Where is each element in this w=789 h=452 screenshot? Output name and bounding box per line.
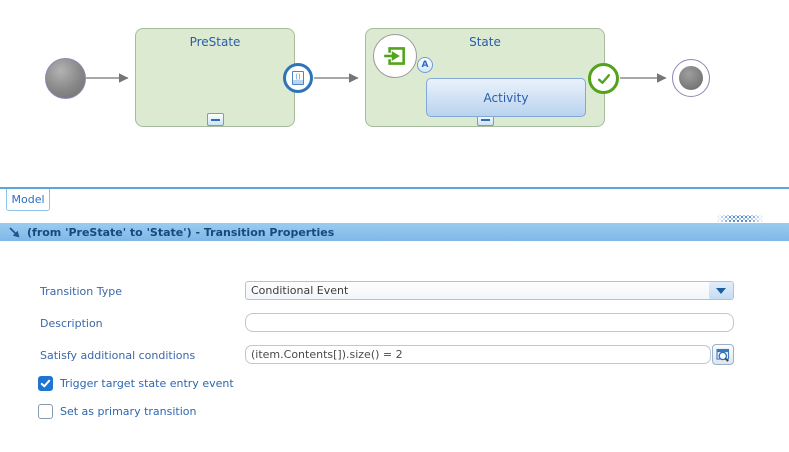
chevron-down-icon: [716, 287, 726, 294]
minus-icon: [211, 118, 220, 121]
state-node[interactable]: State A Activity: [365, 28, 605, 127]
condition-editor-button[interactable]: [712, 344, 734, 365]
properties-title: (from 'PreState' to 'State') - Transitio…: [27, 225, 335, 239]
document-parentheses-icon: (): [292, 71, 304, 85]
dropdown-arrow-button[interactable]: [709, 282, 733, 299]
activity-title: Activity: [483, 90, 529, 105]
conditions-label: Satisfy additional conditions: [40, 349, 196, 362]
description-input[interactable]: [245, 313, 734, 332]
primary-transition-label[interactable]: Set as primary transition: [60, 405, 197, 418]
magnifier-window-icon: [715, 348, 729, 362]
tab-model[interactable]: Model: [6, 189, 50, 211]
conditions-input[interactable]: [245, 345, 711, 364]
trigger-entry-checkbox[interactable]: [38, 376, 53, 391]
start-node-icon[interactable]: [45, 58, 86, 99]
trigger-entry-label[interactable]: Trigger target state entry event: [60, 377, 234, 390]
prestate-title: PreState: [189, 35, 241, 49]
check-icon: [40, 379, 51, 388]
transition-arrow-icon: [8, 226, 21, 239]
exit-check-icon[interactable]: [588, 63, 619, 94]
tab-model-label: Model: [11, 193, 45, 206]
end-node-icon[interactable]: [672, 59, 710, 97]
annotation-badge: A: [417, 57, 433, 73]
state-title: State: [469, 35, 501, 49]
activity-node[interactable]: Activity: [426, 78, 586, 117]
description-label: Description: [40, 317, 103, 330]
end-node-center: [679, 66, 703, 90]
transition-type-dropdown[interactable]: Conditional Event: [245, 281, 734, 300]
primary-transition-checkbox[interactable]: [38, 404, 53, 419]
conditional-event-icon[interactable]: (): [283, 63, 313, 93]
minus-icon: [481, 118, 490, 121]
entry-event-icon[interactable]: [373, 34, 417, 78]
transition-type-value: Conditional Event: [251, 284, 349, 297]
properties-header: (from 'PreState' to 'State') - Transitio…: [0, 223, 789, 241]
enter-arrow-icon: [384, 47, 405, 65]
collapse-button[interactable]: [207, 113, 224, 126]
diagram-canvas[interactable]: PreState () State A Activity: [0, 0, 789, 187]
splitter-grip[interactable]: [716, 215, 764, 222]
transition-type-label: Transition Type: [40, 285, 122, 298]
pane-divider-line: [0, 187, 789, 189]
prestate-node[interactable]: PreState: [135, 28, 295, 127]
checkmark-icon: [597, 73, 610, 84]
